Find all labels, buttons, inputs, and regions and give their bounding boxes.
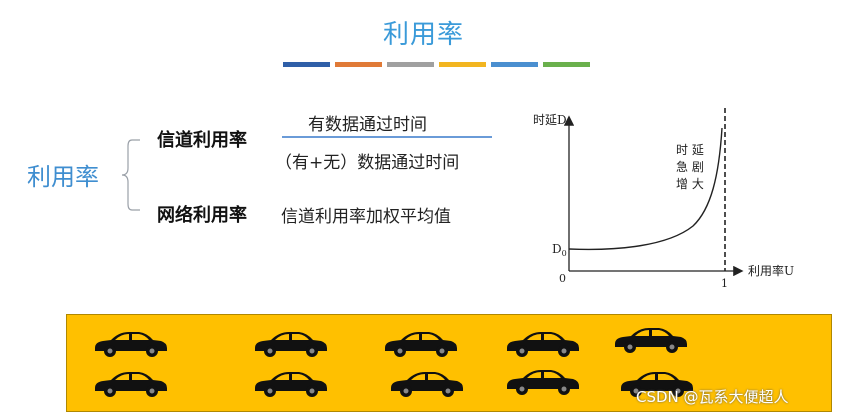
fraction-line [282,136,492,138]
y-axis-label: 时延D [533,113,567,127]
delay-utilization-graph: 时延D 利用率U 0 D0 1 时 延 急 剧 增 大 [533,108,794,290]
color-bar-segment [491,62,538,67]
network-formula: 信道利用率加权平均值 [281,207,451,227]
curly-brace [121,139,140,211]
car-icon [95,332,167,357]
annotation-line-3: 增 大 [676,177,704,191]
cars-illustration [66,314,832,412]
x-axis-label: 利用率U [748,263,794,278]
csdn-watermark: CSDN @瓦系大便超人 [636,388,789,406]
car-icon [385,332,457,357]
channel-utilization-label: 信道利用率 [157,130,247,151]
car-icon [95,372,167,397]
car-icon [255,332,327,357]
page-title: 利用率 [382,20,464,50]
color-bar-segment [335,62,382,67]
annotation-line-1: 时 延 [676,143,704,157]
color-bar-segment [439,62,486,67]
origin-label: 0 [559,272,566,285]
car-icon [621,372,693,397]
delay-curve [568,127,723,251]
car-icon [391,372,463,397]
color-bar-segment [387,62,434,67]
color-bar-segment [543,62,590,67]
car-icon [507,370,579,395]
annotation-line-2: 急 剧 [676,159,704,174]
x-tick-one-label: 1 [721,277,728,290]
color-bar-segment [283,62,330,67]
car-icon [507,332,579,357]
utilization-label: 利用率 [27,163,99,191]
network-utilization-label: 网络利用率 [157,205,247,226]
fraction-numerator: 有数据通过时间 [308,115,427,135]
car-icon [255,372,327,397]
car-icon [615,328,687,353]
fraction-denominator: （有+无）数据通过时间 [275,153,460,173]
d0-label: D0 [552,242,567,258]
